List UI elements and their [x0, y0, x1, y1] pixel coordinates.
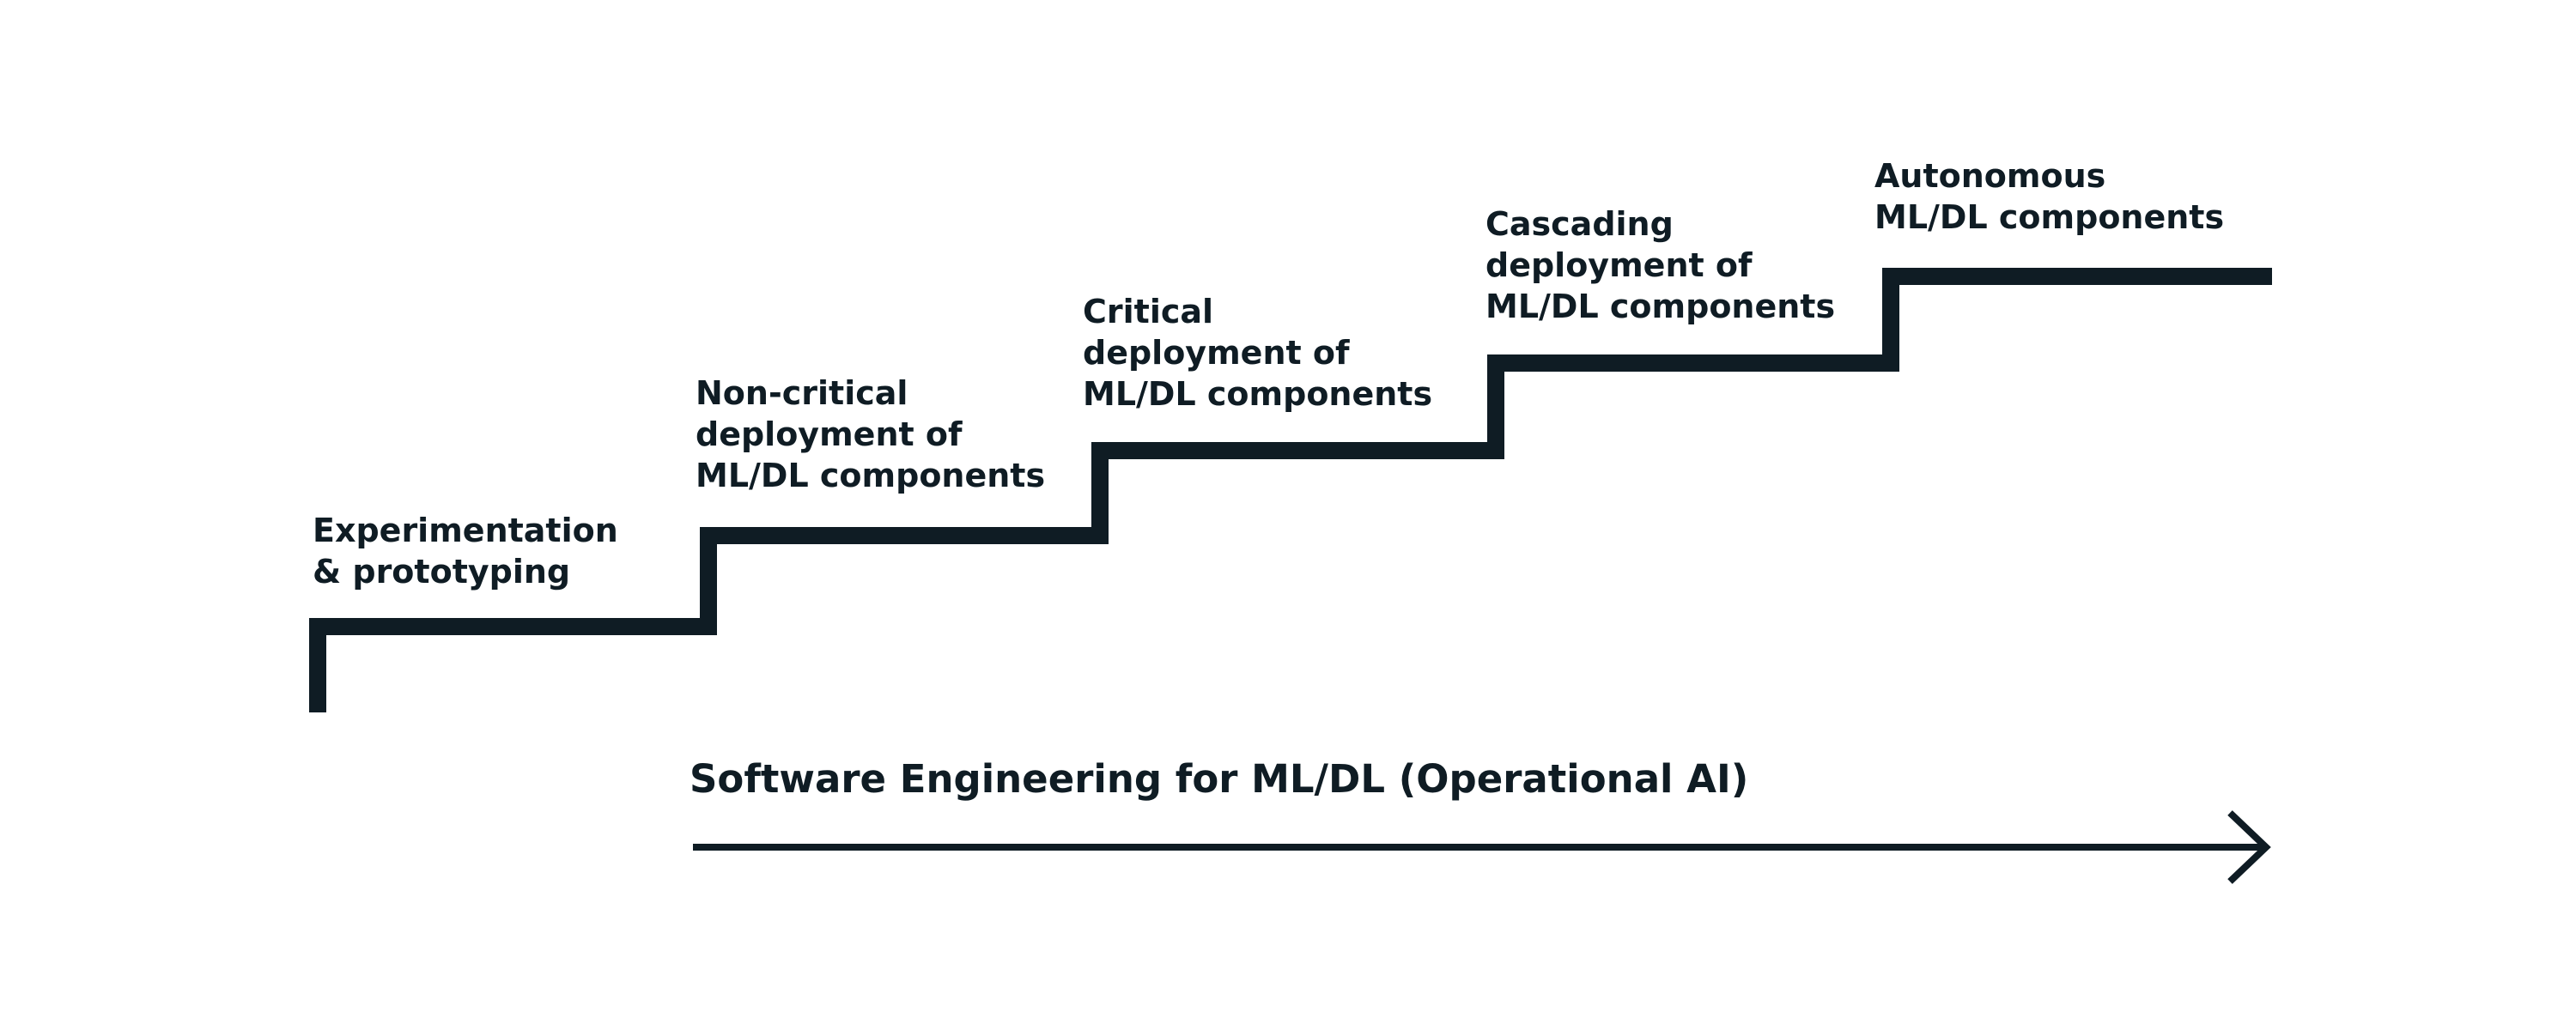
progress-arrow-head	[2227, 810, 2271, 884]
staircase-line	[309, 268, 2272, 712]
stage-label-experimentation: Experimentation & prototyping	[313, 512, 618, 591]
stage-label-critical-deployment: Critical deployment of ML/DL components	[1083, 293, 1433, 413]
progress-axis-title: Software Engineering for ML/DL (Operatio…	[690, 756, 1749, 802]
stage-label-non-critical-deployment: Non-critical deployment of ML/DL compone…	[696, 374, 1046, 494]
stage-label-autonomous: Autonomous ML/DL components	[1874, 157, 2225, 236]
stage-label-cascading-deployment: Cascading deployment of ML/DL components	[1485, 205, 1836, 325]
